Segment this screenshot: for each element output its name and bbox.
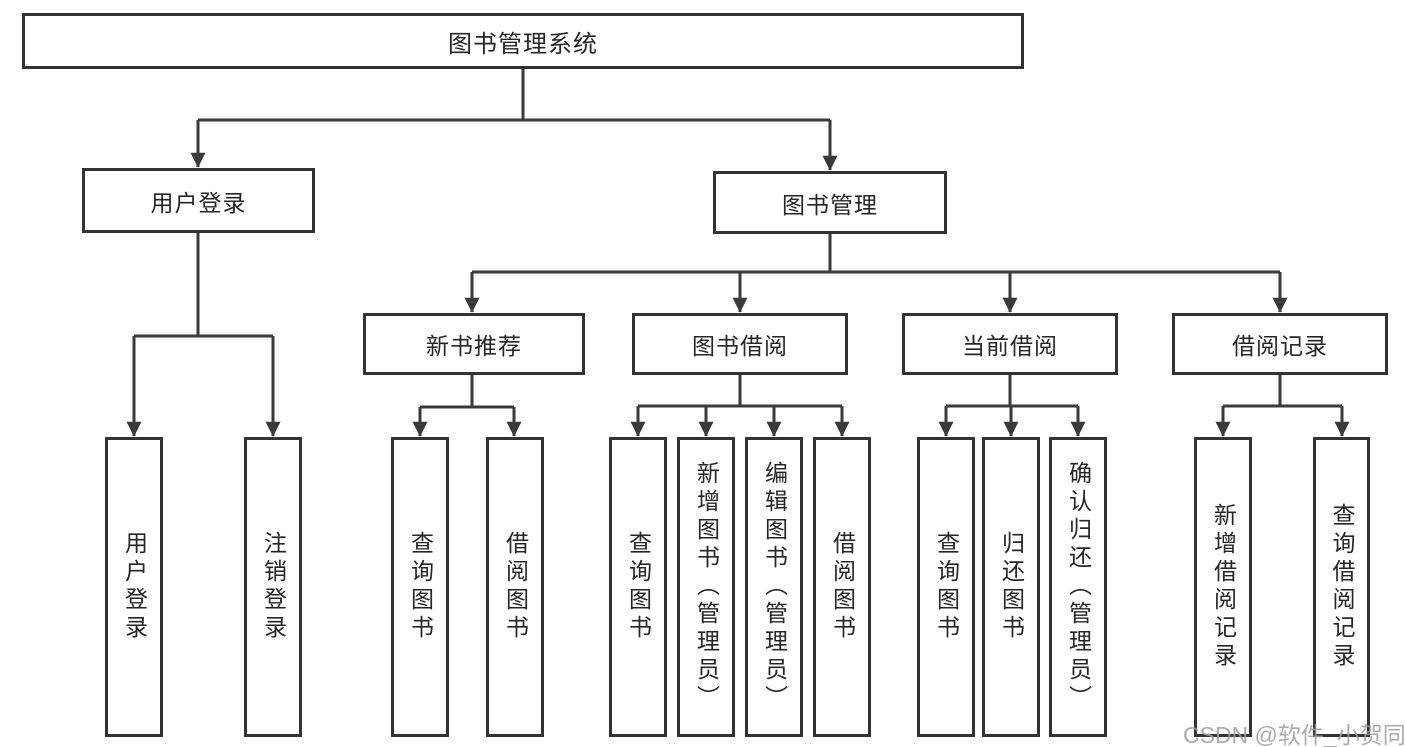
node-book-borrowing-label: 图书借阅 [692, 333, 788, 359]
leaf-query-books-current-label: 查询图书 [933, 531, 960, 643]
watermark: CSDN @软件_小贺同学 [1183, 722, 1405, 747]
leaf-return-book: 归还图书 [982, 437, 1040, 737]
leaf-return-book-label: 归还图书 [998, 531, 1025, 643]
node-user-login: 用户登录 [82, 168, 315, 233]
leaf-borrow-books-recommend: 借阅图书 [486, 437, 544, 737]
node-new-book-recommend-label: 新书推荐 [426, 333, 522, 359]
node-current-borrowing: 当前借阅 [902, 313, 1118, 375]
node-book-management: 图书管理 [713, 171, 947, 234]
leaf-add-book-admin-label: 新增图书（管理员） [693, 461, 720, 713]
leaf-query-books-borrowing-label: 查询图书 [625, 531, 652, 643]
leaf-confirm-return-admin: 确认归还（管理员） [1049, 437, 1107, 737]
node-borrow-records-label: 借阅记录 [1232, 333, 1328, 359]
leaf-borrow-books-borrowing: 借阅图书 [813, 437, 871, 737]
node-user-login-label: 用户登录 [150, 189, 247, 216]
leaf-user-login-label: 用户登录 [121, 531, 148, 643]
leaf-query-borrow-record-label: 查询借阅记录 [1329, 503, 1355, 671]
node-new-book-recommend: 新书推荐 [363, 313, 585, 375]
node-book-borrowing: 图书借阅 [632, 313, 848, 375]
leaf-borrow-books-borrowing-label: 借阅图书 [829, 531, 856, 643]
node-book-management-label: 图书管理 [782, 191, 878, 218]
leaf-user-login: 用户登录 [105, 437, 163, 737]
leaf-add-book-admin: 新增图书（管理员） [677, 437, 735, 737]
leaf-query-borrow-record: 查询借阅记录 [1313, 437, 1370, 737]
node-borrow-records: 借阅记录 [1172, 313, 1388, 375]
leaf-borrow-books-recommend-label: 借阅图书 [502, 531, 529, 643]
leaf-confirm-return-admin-label: 确认归还（管理员） [1065, 461, 1092, 713]
node-root: 图书管理系统 [22, 13, 1024, 69]
leaf-query-books-recommend-label: 查询图书 [407, 531, 434, 643]
node-root-label: 图书管理系统 [448, 30, 598, 58]
leaf-query-books-recommend: 查询图书 [391, 437, 449, 737]
leaf-logout-label: 注销登录 [260, 531, 287, 643]
leaf-query-books-current: 查询图书 [917, 437, 975, 737]
leaf-edit-book-admin: 编辑图书（管理员） [745, 437, 803, 737]
node-current-borrowing-label: 当前借阅 [962, 333, 1058, 359]
leaf-add-borrow-record-label: 新增借阅记录 [1210, 503, 1237, 671]
leaf-query-books-borrowing: 查询图书 [609, 437, 667, 737]
leaf-edit-book-admin-label: 编辑图书（管理员） [761, 461, 788, 713]
leaf-add-borrow-record: 新增借阅记录 [1194, 437, 1252, 737]
leaf-logout: 注销登录 [244, 437, 302, 737]
